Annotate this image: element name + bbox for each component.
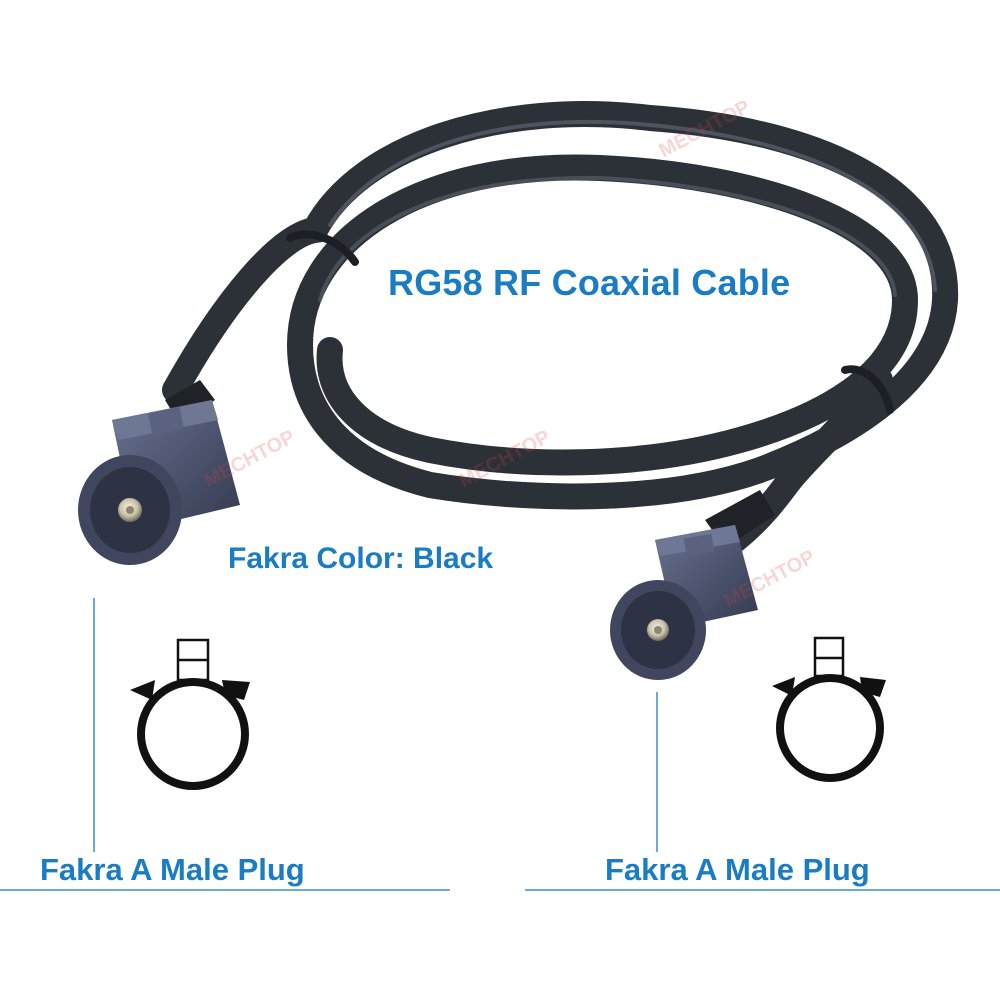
guide-lines [0, 598, 1000, 891]
fakra-a-keying-symbol-icon [772, 636, 886, 782]
cable-loop-inner [287, 154, 919, 476]
cable-tie-right [841, 365, 894, 414]
cable-type-caption: RG58 RF Coaxial Cable [388, 262, 791, 303]
fakra-color-caption: Fakra Color: Black [228, 542, 494, 575]
cable-highlight-outer [328, 119, 937, 292]
connector-left [78, 400, 240, 565]
coiled-cable [162, 101, 959, 553]
left-plug-caption: Fakra A Male Plug [40, 852, 305, 887]
cable-highlight-inner [318, 175, 897, 302]
fakra-a-keying-symbol-icon [130, 638, 250, 790]
cable-tie-left [286, 230, 359, 266]
right-plug-caption: Fakra A Male Plug [605, 852, 870, 887]
connector-right [610, 525, 758, 680]
cable-loop-outer [162, 101, 959, 510]
